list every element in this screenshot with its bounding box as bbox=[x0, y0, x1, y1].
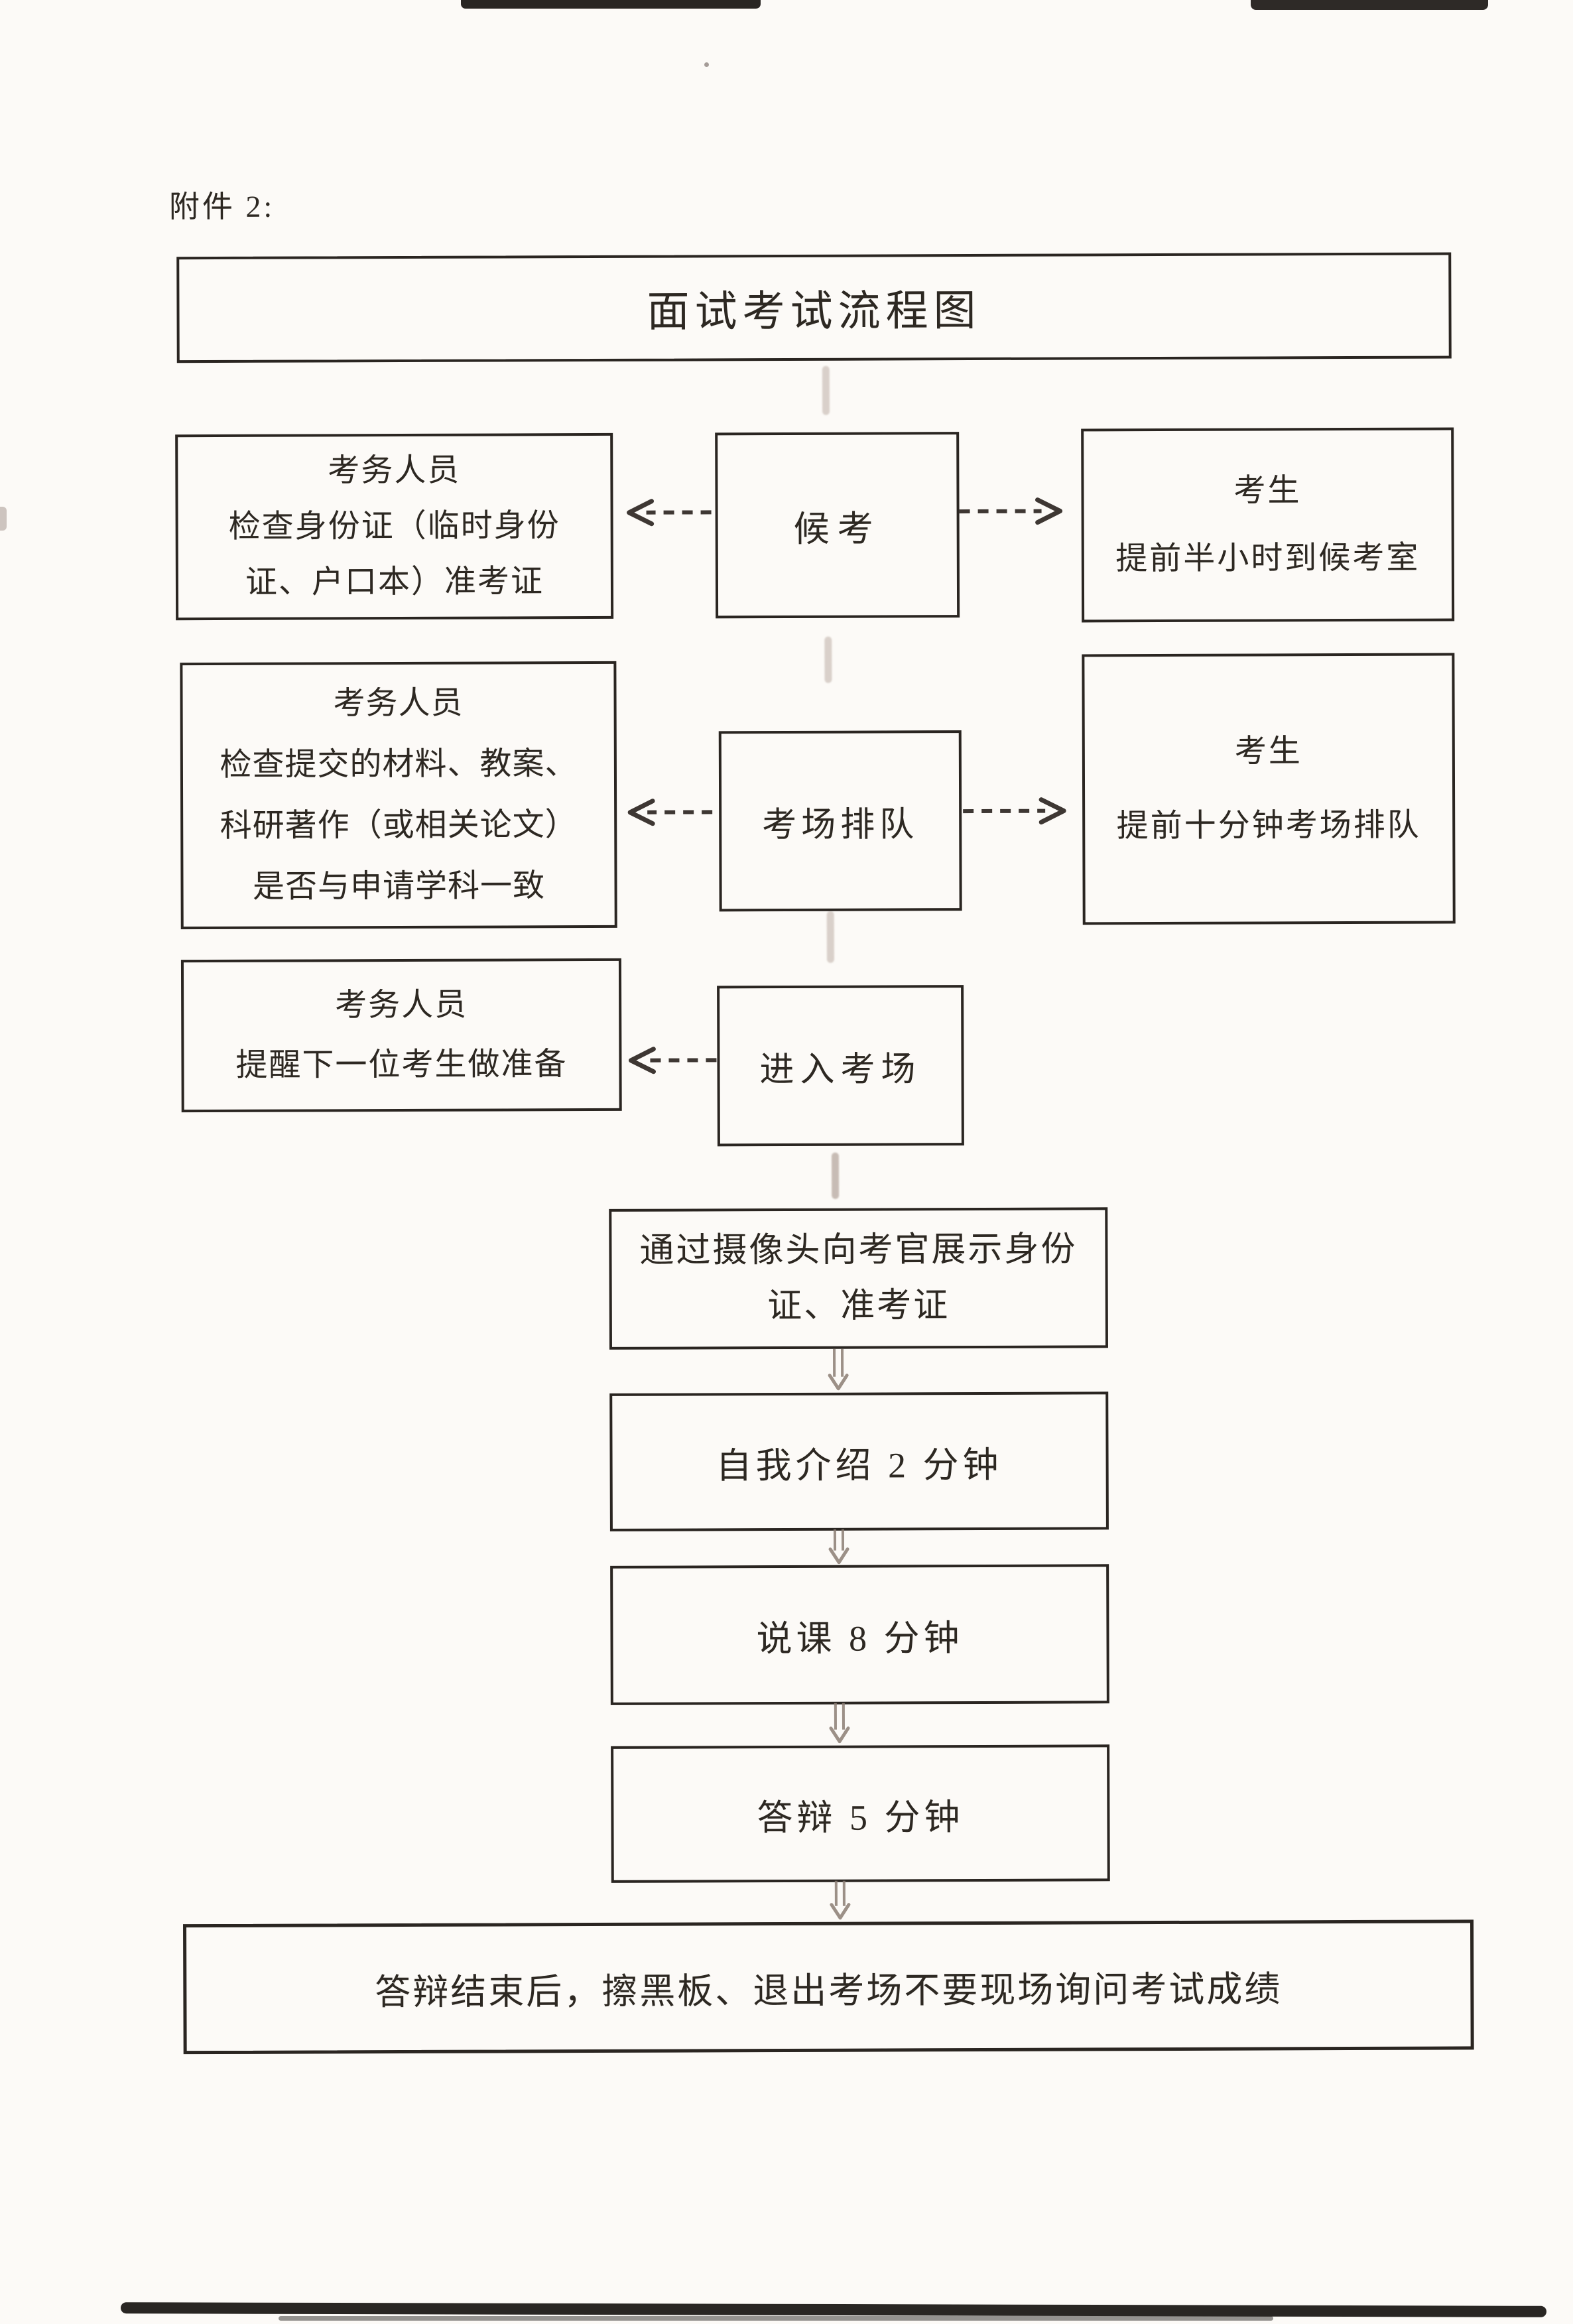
node-exit-instructions: 答辩结束后，擦黑板、退出考场不要现场询问考试成绩 bbox=[183, 1919, 1474, 2055]
node-trial-lecture: 说课 8 分钟 bbox=[610, 1564, 1109, 1705]
arrow-down-icon bbox=[828, 1529, 849, 1565]
arrow-left-icon bbox=[627, 799, 713, 826]
node-staff-check-id: 考务人员 检查身份证（临时身份 证、户口本）准考证 bbox=[175, 432, 614, 621]
scan-artifact-top bbox=[1251, 0, 1488, 10]
node-candidate-queue: 考生 提前十分钟考场排队 bbox=[1082, 653, 1456, 925]
node-line: 证、户口本）准考证 bbox=[245, 564, 544, 600]
node-line: 检查身份证（临时身份 bbox=[228, 508, 560, 545]
node-label: 进入考场 bbox=[759, 1050, 922, 1089]
node-defense: 答辩 5 分钟 bbox=[611, 1744, 1110, 1883]
node-line: 考生 bbox=[1233, 473, 1302, 509]
node-line: 检查提交的材料、教案、 bbox=[220, 746, 578, 783]
node-line: 提前半小时到候考室 bbox=[1115, 540, 1420, 577]
node-label: 答辩 5 分钟 bbox=[757, 1797, 964, 1838]
connector-queue-to-enter bbox=[826, 911, 834, 963]
arrow-right-icon bbox=[963, 797, 1066, 825]
arrow-left-icon bbox=[628, 1047, 717, 1074]
node-staff-check-materials: 考务人员 检查提交的材料、教案、 科研著作（或相关论文） 是否与申请学科一致 bbox=[180, 661, 617, 930]
node-line: 提前十分钟考场排队 bbox=[1116, 807, 1421, 844]
node-line: 考生 bbox=[1234, 734, 1302, 769]
scan-artifact-top bbox=[461, 0, 761, 9]
scan-artifact-dot bbox=[704, 62, 709, 67]
connector-wait-to-queue bbox=[824, 636, 832, 683]
page-title: 面试考试流程图 bbox=[647, 287, 981, 336]
node-line: 证、准考证 bbox=[767, 1287, 950, 1326]
connector-title-to-wait bbox=[822, 365, 830, 415]
node-label: 答辩结束后，擦黑板、退出考场不要现场询问考试成绩 bbox=[375, 1969, 1283, 2012]
node-line: 科研著作（或相关论文） bbox=[220, 807, 578, 844]
node-enter-room: 进入考场 bbox=[717, 985, 964, 1147]
arrow-right-icon bbox=[959, 497, 1063, 525]
connector-enter-to-showid bbox=[831, 1152, 840, 1199]
arrow-down-icon bbox=[829, 1703, 850, 1744]
node-staff-remind-next: 考务人员 提醒下一位考生做准备 bbox=[180, 958, 622, 1113]
arrow-down-icon bbox=[830, 1880, 851, 1920]
node-label: 自我介绍 2 分钟 bbox=[716, 1445, 1003, 1486]
scan-artifact-edge bbox=[0, 507, 7, 531]
node-line: 考务人员 bbox=[328, 452, 461, 489]
node-line: 考务人员 bbox=[335, 987, 468, 1023]
arrow-left-icon bbox=[627, 499, 712, 527]
node-show-id: 通过摄像头向考官展示身份 证、准考证 bbox=[609, 1207, 1108, 1350]
node-wait: 候考 bbox=[715, 432, 960, 619]
attachment-label: 附件 2: bbox=[168, 189, 275, 224]
node-line: 是否与申请学科一致 bbox=[252, 868, 546, 905]
arrow-down-icon bbox=[828, 1348, 849, 1391]
node-self-introduction: 自我介绍 2 分钟 bbox=[609, 1391, 1109, 1531]
node-candidate-arrive: 考生 提前半小时到候考室 bbox=[1081, 427, 1455, 623]
node-line: 提醒下一位考生做准备 bbox=[235, 1047, 568, 1083]
node-label: 说课 8 分钟 bbox=[756, 1618, 964, 1659]
title-box: 面试考试流程图 bbox=[176, 252, 1452, 363]
scan-artifact-bottom bbox=[279, 2316, 1273, 2321]
node-line: 通过摄像头向考官展示身份 bbox=[639, 1230, 1078, 1270]
node-label: 候考 bbox=[793, 508, 881, 549]
node-line: 考务人员 bbox=[333, 685, 464, 722]
node-label: 考场排队 bbox=[762, 805, 919, 844]
node-queue: 考场排队 bbox=[718, 730, 962, 912]
